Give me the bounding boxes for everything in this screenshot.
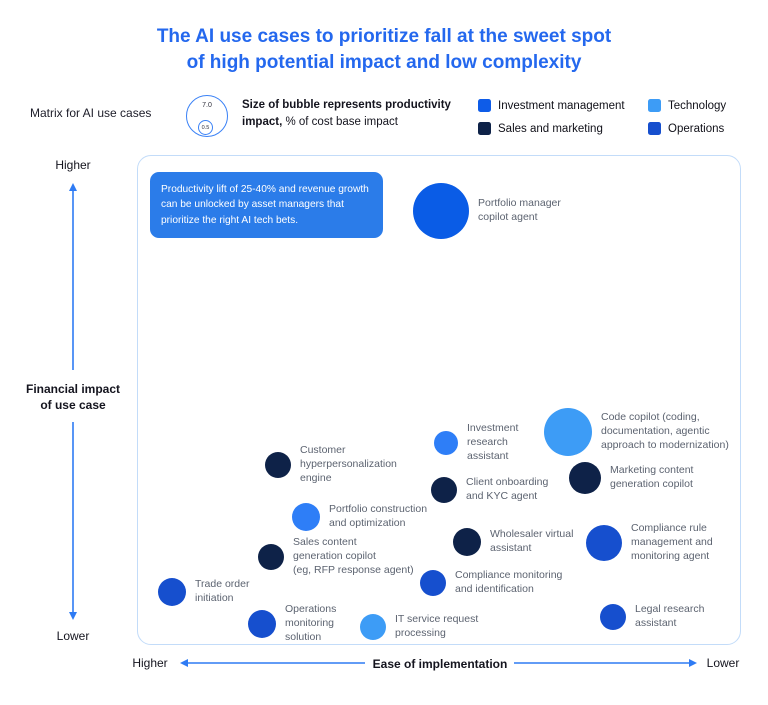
y-axis-arrow bbox=[69, 183, 77, 620]
size-legend-large-value: 7.0 bbox=[202, 102, 212, 109]
size-legend-small-value: 0.5 bbox=[201, 124, 210, 131]
bubble-customer-hyperpersonalization-engine[interactable] bbox=[265, 452, 291, 478]
legend-item-technology: Technology bbox=[648, 99, 726, 112]
bubble-investment-research-assistant[interactable] bbox=[434, 431, 458, 455]
insight-callout-text: Productivity lift of 25-40% and revenue … bbox=[161, 184, 369, 226]
legend-item-sales-and-marketing: Sales and marketing bbox=[478, 122, 648, 135]
y-axis-title: Financial impact of use case bbox=[13, 381, 133, 413]
x-axis-arrows bbox=[180, 659, 697, 667]
legend-swatch-sales-and-marketing bbox=[478, 122, 491, 135]
bubble-size-legend: 7.0 0.5 Size of bubble represents produc… bbox=[186, 95, 464, 137]
legend-swatch-investment-management bbox=[478, 99, 491, 112]
legend-label: Investment management bbox=[498, 99, 625, 112]
y-axis-title-line2: of use case bbox=[40, 398, 106, 413]
bubble-portfolio-manager-copilot-agent[interactable] bbox=[413, 183, 469, 239]
matrix-label: Matrix for AI use cases bbox=[30, 106, 152, 120]
bubble-compliance-rule-management-and-monitoring-agent[interactable] bbox=[586, 525, 622, 561]
y-axis-title-line1: Financial impact bbox=[25, 382, 121, 396]
y-axis-bottom-label: Lower bbox=[56, 629, 90, 643]
x-axis-left-label: Higher bbox=[132, 656, 168, 670]
legend-label: Operations bbox=[668, 122, 725, 135]
legend-swatch-technology bbox=[648, 99, 661, 112]
bubble-code-copilot-coding-documentation-agentic-approach-to-modernization[interactable] bbox=[544, 408, 592, 456]
legend-item-operations: Operations bbox=[648, 122, 726, 135]
size-legend-large-circle: 7.0 0.5 bbox=[186, 95, 228, 137]
bubble-wholesaler-virtual-assistant[interactable] bbox=[453, 528, 481, 556]
bubble-operations-monitoring-solution[interactable] bbox=[248, 610, 276, 638]
size-legend-caption-regular: % of cost base impact bbox=[282, 116, 398, 129]
size-legend-caption-bold: Size of bubble represents productivity i… bbox=[242, 99, 451, 129]
legend-item-investment-management: Investment management bbox=[478, 99, 648, 112]
page-title-line1: The AI use cases to prioritize fall at t… bbox=[156, 26, 612, 47]
bubble-it-service-request-processing[interactable] bbox=[360, 614, 386, 640]
bubble-trade-order-initiation[interactable] bbox=[158, 578, 186, 606]
size-legend-caption: Size of bubble represents productivity i… bbox=[242, 97, 464, 132]
page-title-line2: of high potential impact and low complex… bbox=[186, 52, 582, 74]
page-title: The AI use cases to prioritize fall at t… bbox=[0, 24, 768, 76]
insight-callout: Productivity lift of 25-40% and revenue … bbox=[150, 172, 383, 238]
x-axis-right-label: Lower bbox=[706, 656, 740, 670]
x-axis-title: Ease of implementation bbox=[372, 657, 508, 671]
y-axis-top-label: Higher bbox=[55, 158, 91, 172]
legend-swatch-operations bbox=[648, 122, 661, 135]
bubble-sales-content-generation-copilot-eg-rfp-response-agent[interactable] bbox=[258, 544, 284, 570]
bubble-legal-research-assistant[interactable] bbox=[600, 604, 626, 630]
legend-label: Technology bbox=[668, 99, 727, 112]
bubble-portfolio-construction-and-optimization[interactable] bbox=[292, 503, 320, 531]
bubble-client-onboarding-and-kyc-agent[interactable] bbox=[431, 477, 457, 503]
size-legend-small-circle: 0.5 bbox=[198, 120, 213, 135]
bubble-compliance-monitoring-and-identification[interactable] bbox=[420, 570, 446, 596]
bubble-marketing-content-generation-copilot[interactable] bbox=[569, 462, 601, 494]
legend-label: Sales and marketing bbox=[498, 122, 603, 135]
